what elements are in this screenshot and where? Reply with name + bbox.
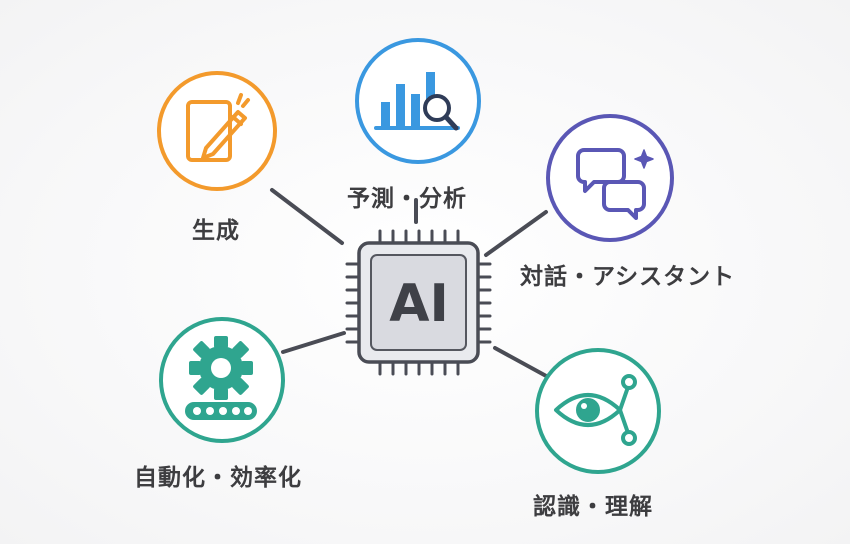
- ai-chip: AI: [345, 229, 492, 376]
- generation-circle: [157, 71, 277, 191]
- chip-pins: [345, 229, 492, 376]
- chart-magnifier-icon: [374, 72, 460, 131]
- chip-inner: [370, 254, 467, 351]
- label-automation: 自動化・効率化: [134, 465, 302, 491]
- node-recognition: [535, 348, 661, 474]
- eye-network-icon: [554, 374, 637, 446]
- chip-label: AI: [389, 274, 449, 334]
- node-prediction: [355, 38, 481, 164]
- connector-chat: [484, 210, 548, 257]
- label-recognition: 認識・理解: [533, 494, 653, 520]
- node-automation: [159, 317, 285, 443]
- label-chat: 対話・アシスタント: [520, 264, 736, 290]
- node-chat: [546, 114, 674, 242]
- connector-recognition: [493, 346, 550, 379]
- label-prediction: 予測・分析: [347, 186, 467, 212]
- connector-automation: [281, 331, 346, 354]
- gear-conveyor-icon: [185, 336, 257, 420]
- chat-bubbles-sparkle-icon: [576, 148, 654, 220]
- node-generation: [157, 71, 277, 191]
- label-generation: 生成: [192, 218, 240, 244]
- connector-generation: [270, 188, 344, 245]
- connectors: [270, 188, 550, 379]
- pencil-notepad-icon: [186, 93, 250, 162]
